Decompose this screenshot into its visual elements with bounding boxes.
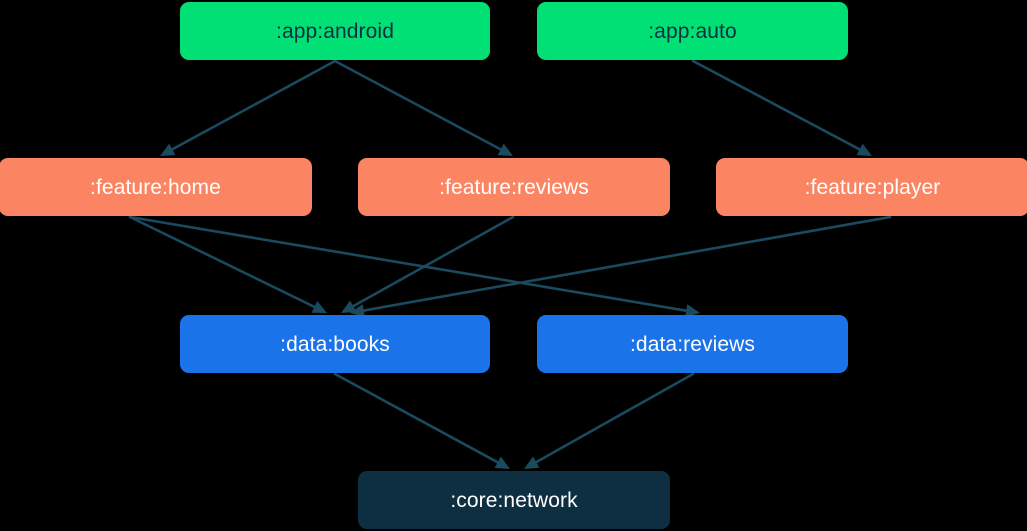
node-app-auto[interactable]: :app:auto [537, 2, 848, 60]
node-label: :data:reviews [629, 332, 756, 356]
node-feature-reviews[interactable]: :feature:reviews [358, 158, 670, 216]
node-label: :core:network [450, 488, 578, 512]
node-label: :app:auto [648, 19, 737, 43]
node-label: :app:android [276, 19, 394, 43]
node-label: :data:books [280, 332, 390, 356]
node-data-books[interactable]: :data:books [180, 315, 490, 373]
node-app-android[interactable]: :app:android [180, 2, 490, 60]
node-core-network[interactable]: :core:network [358, 471, 670, 529]
node-label: :feature:home [90, 175, 221, 199]
node-label: :feature:player [804, 175, 941, 199]
node-label: :feature:reviews [439, 175, 589, 199]
node-data-reviews[interactable]: :data:reviews [537, 315, 848, 373]
node-feature-player[interactable]: :feature:player [716, 158, 1027, 216]
node-feature-home[interactable]: :feature:home [0, 158, 312, 216]
